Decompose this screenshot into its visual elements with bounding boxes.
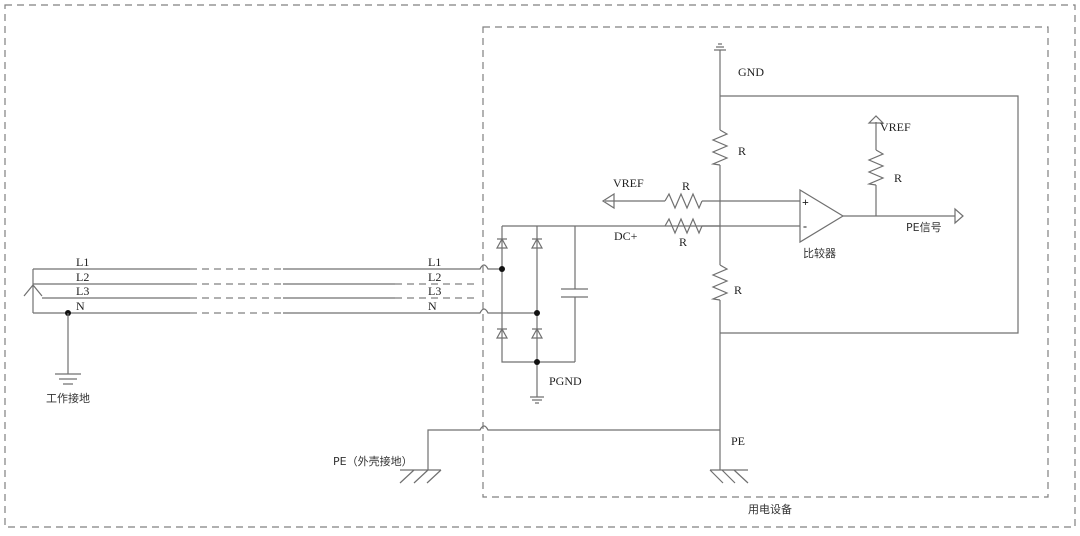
capacitor-icon [561,288,588,298]
gnd-label: GND [738,65,764,79]
resistor-pullup-icon [866,149,885,186]
r-pullup-label: R [894,171,902,185]
pe-case-ground-icon [399,469,442,484]
label-n-right: N [428,299,437,313]
resistor-dc-icon [664,217,703,235]
plus-label: + [802,195,809,209]
gnd-icon [714,43,726,51]
power-lines [23,264,537,314]
comparator-label: 比较器 [803,246,836,260]
sense-wires [719,50,1019,470]
bridge-rectifier [495,225,720,404]
label-l1-right: L1 [428,255,441,269]
diode-icon [495,327,509,339]
r-bottom-label: R [734,283,742,297]
label-l2-right: L2 [428,270,441,284]
resistor-vref-icon [664,192,703,210]
equipment-boundary [482,26,1049,498]
pgnd-ground-icon [530,396,544,404]
output-wire [843,122,955,217]
minus-label: - [803,219,807,233]
r-vref-label: R [682,179,690,193]
label-n-left: N [76,299,85,313]
label-l3-left: L3 [76,284,89,298]
label-l3-right: L3 [428,284,441,298]
pgnd-label: PGND [549,374,582,388]
label-l2-left: L2 [76,270,89,284]
pe-signal-label: PE信号 [906,221,942,234]
vref-arrow-icon [601,192,615,210]
pe-wire [427,425,720,470]
outer-boundary [4,4,1076,528]
work-ground-label: 工作接地 [46,392,90,405]
r-dc-label: R [679,235,687,249]
resistor-bottom-icon [710,264,729,301]
pe-ground-icon [709,469,749,484]
label-l1-left: L1 [76,255,89,269]
dc-plus-label: DC+ [614,229,638,243]
pe-signal-arrow-icon [954,207,964,225]
vref-right-label: VREF [880,120,911,134]
diode-icon [530,327,544,339]
pe-case-label: PE（外壳接地） [333,454,413,468]
comparator-icon [799,188,845,244]
diode-icon [530,237,544,249]
r-top-label: R [738,144,746,158]
pe-right-label: PE [731,434,745,448]
resistor-top-icon [710,129,729,166]
diode-icon [495,237,509,249]
vref-left-label: VREF [613,176,644,190]
vref-up-arrow-icon [867,115,885,124]
equipment-label: 用电设备 [748,502,792,516]
work-ground-icon [55,313,81,385]
